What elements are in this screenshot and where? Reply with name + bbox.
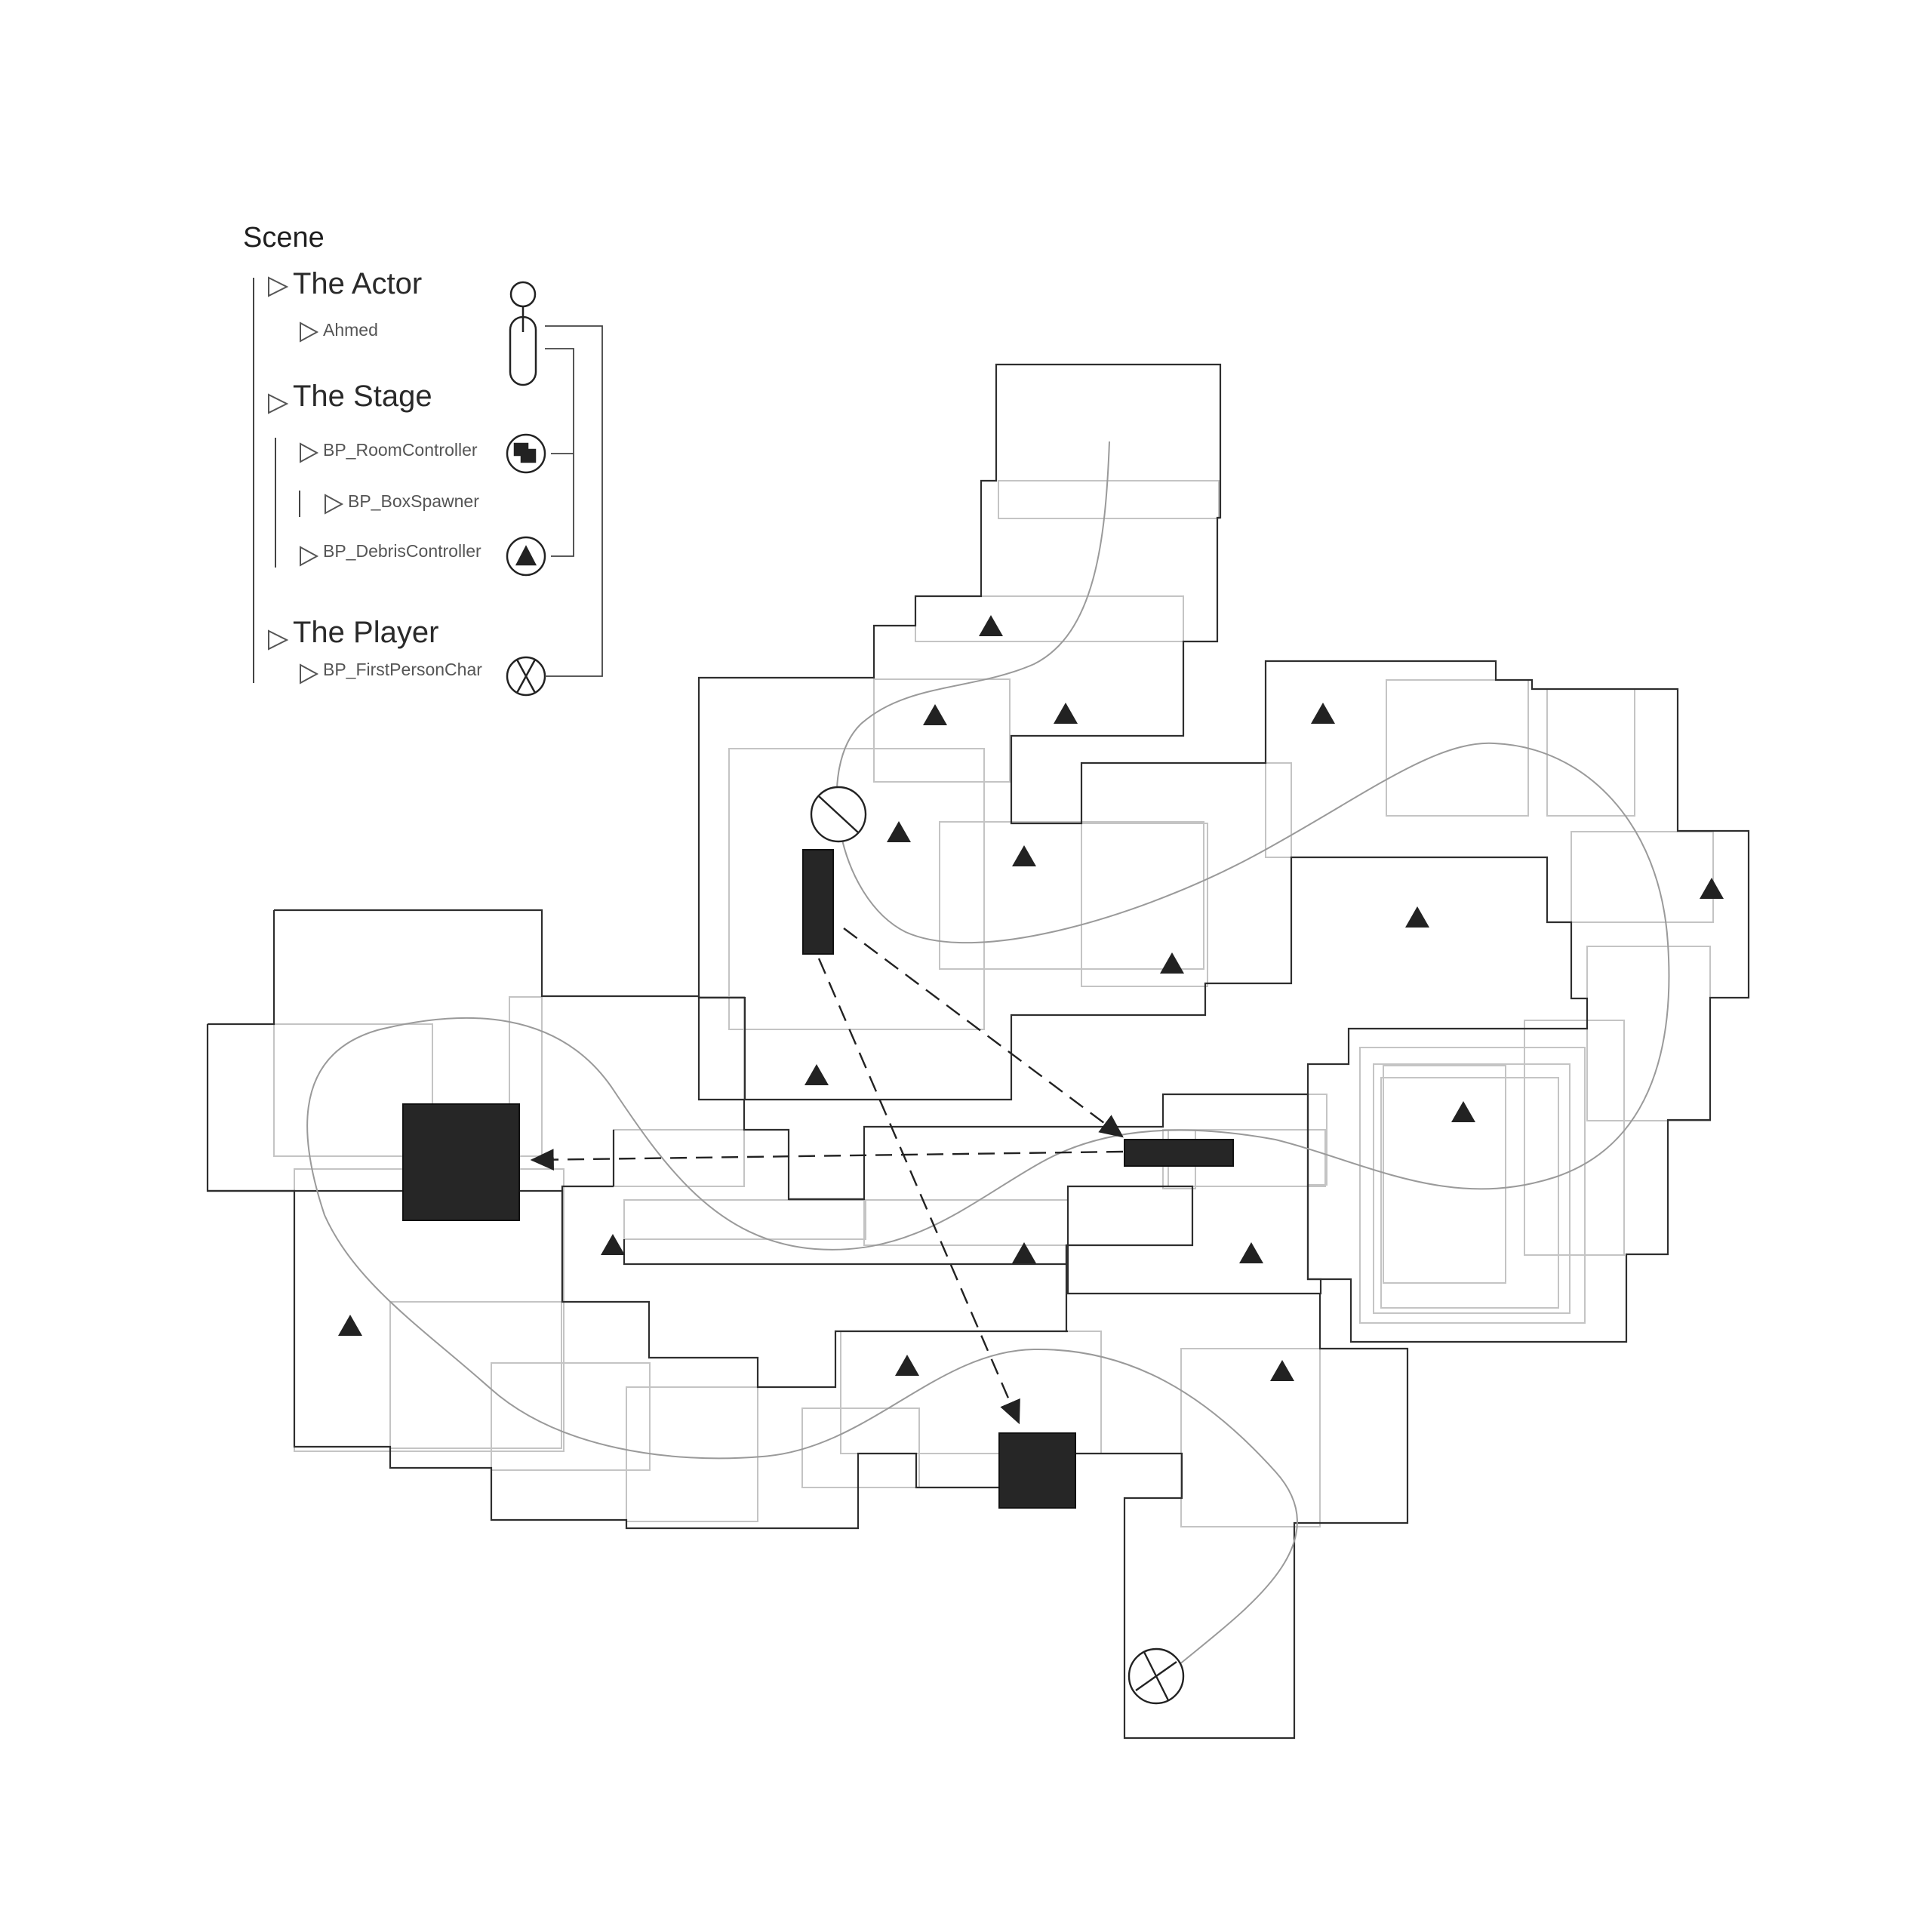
item-ahmed: Ahmed — [323, 320, 378, 340]
debris-triangle-icon — [1311, 703, 1335, 724]
group-the-actor: The Actor — [293, 267, 423, 300]
arrow-to-west-box — [530, 1149, 1124, 1171]
debris-triangle-icon — [1160, 952, 1184, 974]
player-path — [306, 441, 1670, 1676]
actor-figure-icon — [509, 281, 537, 386]
east-bar-box — [1124, 1139, 1234, 1167]
legend-connectors — [545, 325, 603, 677]
group-the-stage: The Stage — [293, 380, 432, 413]
spawned-boxes — [402, 849, 1234, 1509]
item-bp-boxspawner: BP_BoxSpawner — [348, 491, 479, 511]
item-bp-firstpersonchar: BP_FirstPersonChar — [323, 660, 482, 679]
debris-triangle-icon — [923, 704, 947, 725]
player-start-marker — [810, 786, 867, 843]
debris-controller-icon — [506, 536, 546, 577]
first-person-char-icon — [506, 656, 546, 697]
scene-title: Scene — [243, 222, 325, 254]
expand-triangle-icon — [300, 663, 319, 685]
room-walls — [206, 363, 1750, 1740]
player-end-marker — [1128, 1647, 1185, 1705]
debris-triangle-icon — [1012, 845, 1036, 866]
debris-triangle-icon — [1012, 1242, 1036, 1263]
debris-triangle-icon — [338, 1315, 362, 1336]
item-bp-roomcontroller: BP_RoomController — [323, 440, 478, 460]
debris-markers — [338, 615, 1724, 1381]
debris-triangle-icon — [887, 821, 911, 842]
west-box — [402, 1103, 520, 1221]
expand-triangle-icons — [268, 276, 344, 685]
expand-triangle-icon — [300, 442, 319, 463]
debris-triangle-icon — [1054, 703, 1078, 724]
debris-triangle-icon — [1451, 1101, 1475, 1122]
west-wing-walls — [274, 909, 1322, 1333]
box-spawner-block — [802, 849, 834, 955]
expand-triangle-icon — [300, 546, 319, 567]
north-tower-walls — [697, 363, 1750, 1343]
expand-triangle-icon — [325, 494, 344, 515]
debris-triangle-icon — [979, 615, 1003, 636]
arrow-to-south-box — [817, 958, 1020, 1425]
center-corridor-walls — [561, 1130, 1068, 1302]
debris-triangle-icon — [804, 1064, 829, 1085]
debris-triangle-icon — [601, 1234, 625, 1255]
spawn-arrows — [530, 928, 1124, 1425]
room-overlays — [273, 480, 1714, 1527]
tree-guides — [253, 278, 300, 683]
south-box — [998, 1432, 1076, 1509]
expand-triangle-icon — [268, 276, 289, 297]
debris-triangle-icon — [1239, 1242, 1263, 1263]
debris-triangle-icon — [1700, 878, 1724, 899]
south-loop-walls — [206, 910, 1409, 1740]
south-interior-walls — [208, 1189, 1066, 1389]
expand-triangle-icon — [300, 321, 319, 343]
expand-triangle-icon — [268, 393, 289, 414]
debris-triangle-icon — [895, 1355, 919, 1376]
debris-triangle-icon — [1405, 906, 1429, 928]
group-the-player: The Player — [293, 616, 439, 649]
item-bp-debriscontroller: BP_DebrisController — [323, 541, 481, 561]
room-controller-icon — [506, 433, 546, 474]
player-markers — [810, 786, 1185, 1705]
arrow-to-east-bar — [843, 928, 1124, 1138]
expand-triangle-icon — [268, 629, 289, 651]
debris-triangle-icon — [1270, 1360, 1294, 1381]
